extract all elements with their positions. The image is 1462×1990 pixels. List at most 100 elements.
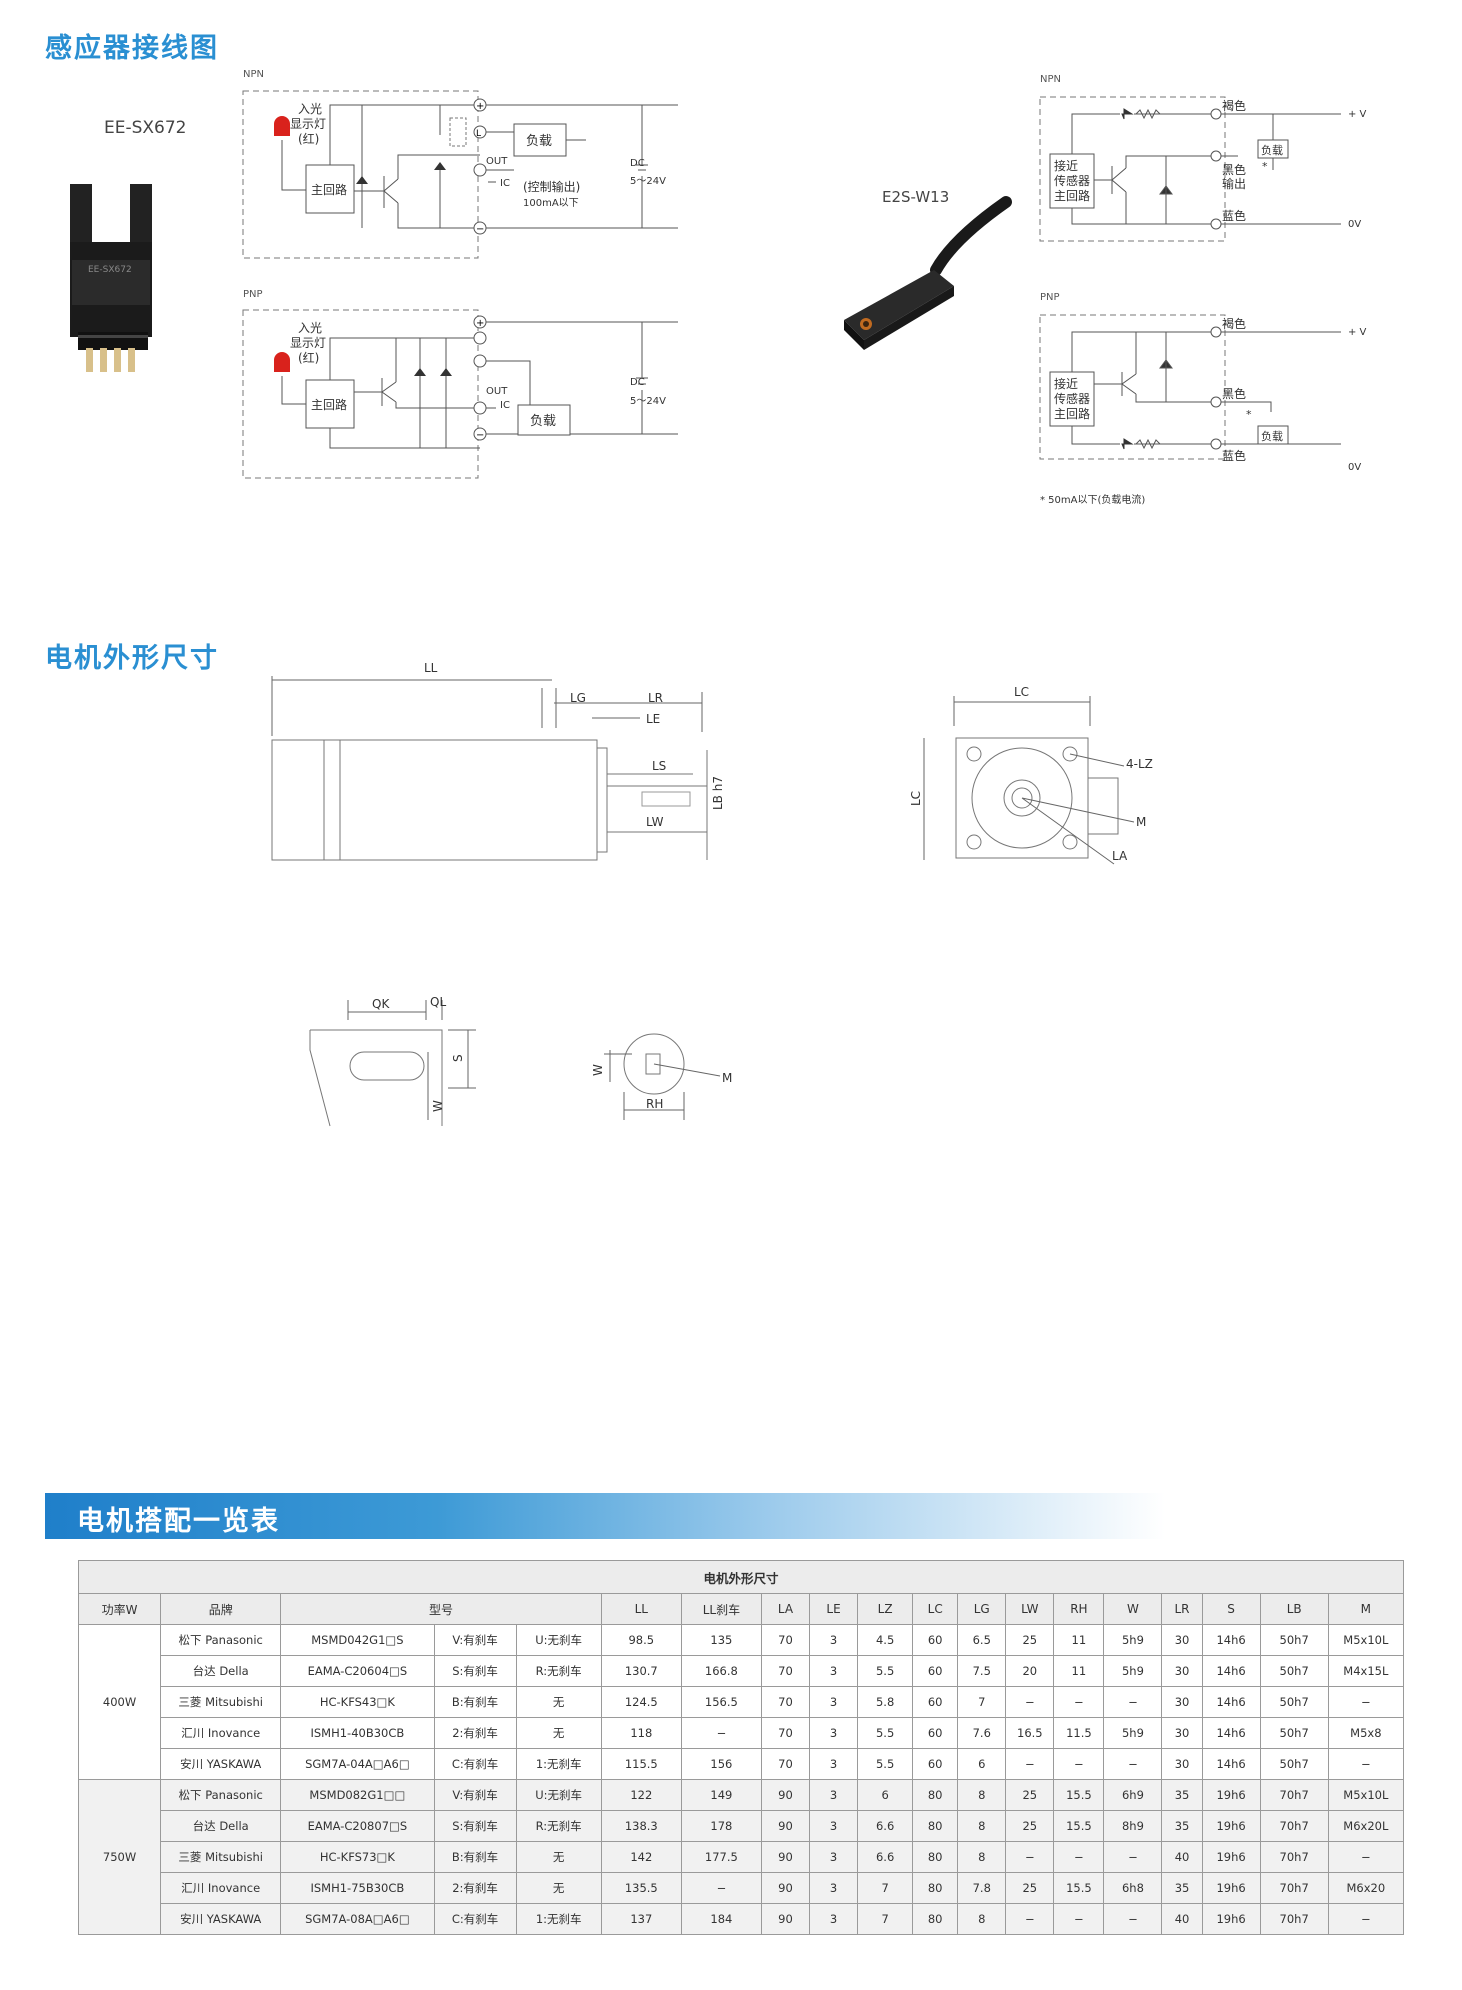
svg-text:LG: LG bbox=[570, 691, 586, 705]
sensor2-pnp-diagram: PNP 接近 传感器 主回路 褐色 黑色 蓝色 负载 * + V 0V * 50… bbox=[1039, 292, 1367, 506]
table-cell: 70h7 bbox=[1259, 1810, 1329, 1842]
table-cell: 30 bbox=[1161, 1624, 1203, 1656]
svg-text:负载: 负载 bbox=[530, 414, 556, 429]
table-cell: 3 bbox=[809, 1903, 859, 1935]
table-cell: S:有刹车 bbox=[433, 1655, 517, 1687]
table-cell: 5.5 bbox=[857, 1748, 914, 1780]
table-cell: 无 bbox=[515, 1841, 602, 1873]
svg-text:*: * bbox=[1262, 160, 1268, 173]
led-icon bbox=[274, 116, 290, 136]
section-title-motor-table: 电机搭配一览表 bbox=[77, 1506, 280, 1537]
table-cell: 汇川 Inovance bbox=[160, 1872, 282, 1904]
table-cell: 50h7 bbox=[1259, 1717, 1329, 1749]
table-cell: 178 bbox=[680, 1810, 762, 1842]
section-title-motor-outline: 电机外形尺寸 bbox=[45, 643, 219, 674]
table-cell: 25 bbox=[1005, 1872, 1055, 1904]
svg-text:LC: LC bbox=[909, 791, 923, 806]
table-cell: 70h7 bbox=[1259, 1841, 1329, 1873]
svg-text:LW: LW bbox=[646, 815, 664, 829]
table-cell: 30 bbox=[1161, 1655, 1203, 1687]
svg-text:OUT: OUT bbox=[486, 386, 508, 397]
table-cell: 20 bbox=[1005, 1655, 1055, 1687]
table-cell: 135.5 bbox=[600, 1872, 682, 1904]
svg-text:M: M bbox=[1136, 815, 1146, 829]
table-cell: 15.5 bbox=[1053, 1779, 1105, 1811]
table-cell: 30 bbox=[1161, 1717, 1203, 1749]
svg-text:DC: DC bbox=[630, 377, 645, 388]
npn-led-label3: (红) bbox=[298, 131, 319, 146]
table-cell: 3 bbox=[809, 1624, 859, 1656]
table-cell: 8h9 bbox=[1103, 1810, 1163, 1842]
table-cell: 14h6 bbox=[1201, 1624, 1261, 1656]
table-cell: 70h7 bbox=[1259, 1872, 1329, 1904]
table-cell: V:有刹车 bbox=[433, 1624, 517, 1656]
table-cell: 三菱 Mitsubishi bbox=[160, 1686, 282, 1718]
svg-text:负载: 负载 bbox=[1261, 143, 1283, 157]
table-cell: C:有刹车 bbox=[433, 1903, 517, 1935]
svg-text:IC: IC bbox=[500, 178, 510, 189]
table-cell: 1:无刹车 bbox=[515, 1903, 602, 1935]
svg-text:RH: RH bbox=[646, 1097, 663, 1111]
table-cell: 松下 Panasonic bbox=[160, 1779, 282, 1811]
table-cell: 15.5 bbox=[1053, 1810, 1105, 1842]
table-cell: 8 bbox=[957, 1779, 1007, 1811]
table-cell: 90 bbox=[760, 1810, 811, 1842]
table-cell: 7 bbox=[857, 1903, 914, 1935]
table-cell: 14h6 bbox=[1201, 1655, 1261, 1687]
table-cell: 35 bbox=[1161, 1779, 1203, 1811]
svg-text:+ V: + V bbox=[1348, 327, 1367, 338]
table-cell: 80 bbox=[912, 1872, 959, 1904]
svg-text:S: S bbox=[451, 1054, 465, 1062]
table-cell: HC-KFS43□K bbox=[280, 1686, 435, 1718]
table-cell: 11 bbox=[1053, 1624, 1105, 1656]
svg-text:黑色: 黑色 bbox=[1222, 387, 1246, 401]
table-cell: M6x20L bbox=[1327, 1810, 1405, 1842]
table-cell: 70 bbox=[760, 1686, 811, 1718]
sensor1-npn-diagram: NPN 入光 显示灯 (红) 主回路 + L − 负载 OUT IC (控制输出… bbox=[242, 69, 678, 259]
table-cell: 184 bbox=[680, 1903, 762, 1935]
table-cell: 6h8 bbox=[1103, 1872, 1163, 1904]
motor-front-view: LC LC 4-LZ M LA bbox=[909, 685, 1153, 865]
table-cell: − bbox=[1327, 1841, 1405, 1873]
svg-text:*: * bbox=[1246, 408, 1252, 421]
table-cell: 三菱 Mitsubishi bbox=[160, 1841, 282, 1873]
svg-text:L: L bbox=[476, 129, 481, 139]
table-cell: 90 bbox=[760, 1903, 811, 1935]
table-cell: 124.5 bbox=[600, 1686, 682, 1718]
table-cell: B:有刹车 bbox=[433, 1686, 517, 1718]
table-cell: 4.5 bbox=[857, 1624, 914, 1656]
svg-text:蓝色: 蓝色 bbox=[1222, 209, 1246, 223]
svg-text:LS: LS bbox=[652, 759, 666, 773]
table-cell: 60 bbox=[912, 1655, 959, 1687]
svg-text:IC: IC bbox=[500, 400, 510, 411]
table-cell: 6.6 bbox=[857, 1810, 914, 1842]
npn-title: NPN bbox=[243, 69, 264, 80]
table-title: 电机外形尺寸 bbox=[78, 1560, 1404, 1594]
table-cell: C:有刹车 bbox=[433, 1748, 517, 1780]
svg-text:主回路: 主回路 bbox=[1054, 406, 1090, 421]
table-cell: 60 bbox=[912, 1624, 959, 1656]
npn-load: 负载 bbox=[526, 134, 552, 149]
table-cell: − bbox=[1053, 1903, 1105, 1935]
table-cell: 11 bbox=[1053, 1655, 1105, 1687]
table-cell: SGM7A-04A□A6□ bbox=[280, 1748, 435, 1780]
table-cell: 70 bbox=[760, 1717, 811, 1749]
table-cell: 50h7 bbox=[1259, 1686, 1329, 1718]
table-cell: 19h6 bbox=[1201, 1841, 1261, 1873]
table-cell: − bbox=[1103, 1903, 1163, 1935]
table-cell: 安川 YASKAWA bbox=[160, 1903, 282, 1935]
table-cell: 汇川 Inovance bbox=[160, 1717, 282, 1749]
section-title-sensor-wiring: 感应器接线图 bbox=[45, 33, 219, 64]
svg-text:LB h7: LB h7 bbox=[711, 776, 725, 810]
table-cell: − bbox=[1327, 1903, 1405, 1935]
table-cell: M5x10L bbox=[1327, 1779, 1405, 1811]
table-cell: 台达 Della bbox=[160, 1810, 282, 1842]
table-cell: M5x10L bbox=[1327, 1624, 1405, 1656]
table-cell: EAMA-C20604□S bbox=[280, 1655, 435, 1687]
table-cell: 80 bbox=[912, 1841, 959, 1873]
table-cell: 6.5 bbox=[957, 1624, 1007, 1656]
section-banner-motor-table: 电机搭配一览表 bbox=[45, 1493, 1165, 1539]
